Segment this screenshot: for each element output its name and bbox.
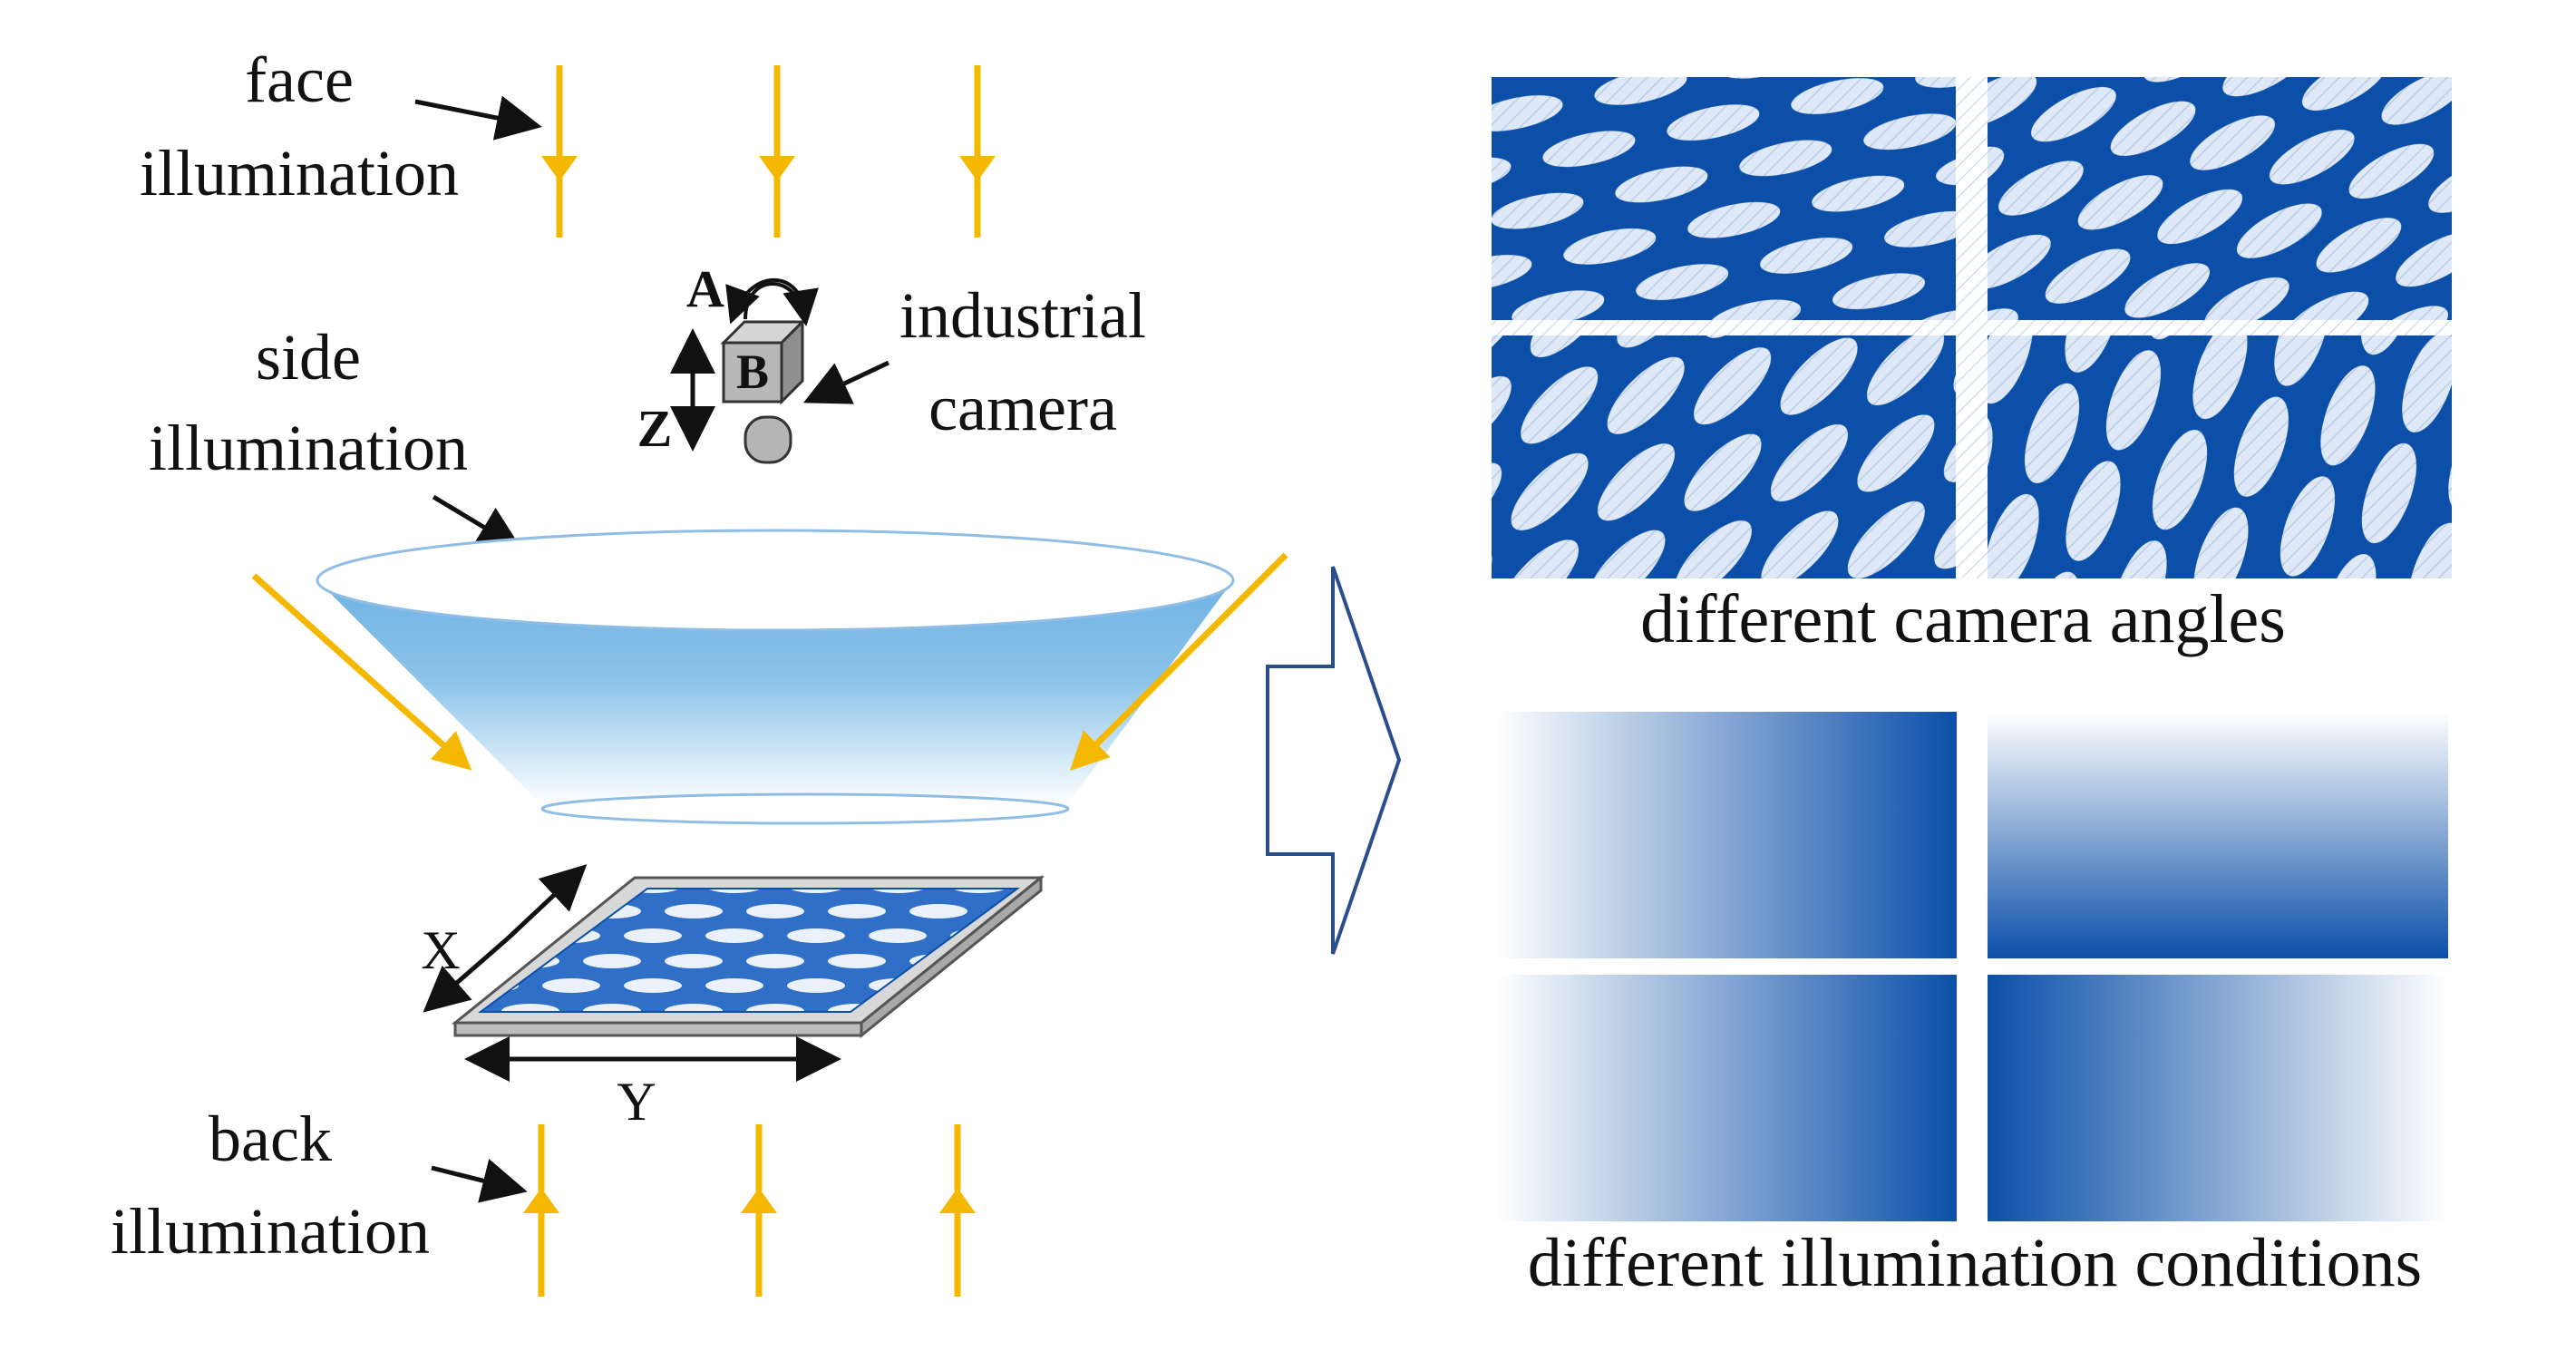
camera-label-line1: industrial xyxy=(899,279,1146,352)
axis-z-label: Z xyxy=(637,399,673,458)
illumination-tiles xyxy=(1496,712,2448,1221)
rotation-b-arrow xyxy=(725,278,807,325)
back-illumination-group: back illumination xyxy=(111,1103,976,1297)
diffuser-cone xyxy=(316,529,1235,825)
side-illumination-label-line1: side xyxy=(256,321,361,394)
side-illumination-label-line2: illumination xyxy=(149,412,468,484)
camera-pointer xyxy=(802,360,890,404)
side-light-ray-right xyxy=(1070,552,1288,771)
axis-y-label: Y xyxy=(617,1072,656,1132)
face-illumination-label-line1: face xyxy=(245,44,354,116)
illumination-tile-2 xyxy=(1988,712,2448,958)
axis-a-label: A xyxy=(686,259,724,318)
face-illumination-group: face illumination xyxy=(140,44,996,238)
fabric-sample xyxy=(477,888,1021,1013)
illumination-tile-4 xyxy=(1988,975,2448,1221)
back-illumination-label-line2: illumination xyxy=(111,1195,430,1268)
illumination-caption: different illumination conditions xyxy=(1528,1225,2422,1301)
camera-label-line2: camera xyxy=(928,372,1117,444)
x-axis-arrow-start xyxy=(506,864,588,940)
face-illumination-pointer xyxy=(414,95,542,141)
illumination-tile-3 xyxy=(1496,975,1957,1221)
result-arrow-icon xyxy=(1266,566,1402,955)
face-illumination-label-line2: illumination xyxy=(140,137,459,209)
industrial-camera-group: B A Z industrial camera xyxy=(637,259,1146,464)
side-illumination-group: side illumination xyxy=(149,321,1288,825)
axis-x-label: X xyxy=(421,920,460,980)
back-light-rays xyxy=(523,1124,976,1297)
side-illumination-pointer xyxy=(432,494,523,551)
face-light-rays xyxy=(541,65,996,238)
camera-angles-caption: different camera angles xyxy=(1640,581,2286,657)
camera-icon: B xyxy=(720,318,806,464)
back-illumination-label-line1: back xyxy=(209,1103,332,1175)
illumination-tile-1 xyxy=(1496,712,1957,958)
axis-b-label: B xyxy=(736,345,769,399)
camera-angle-tiles xyxy=(1492,77,2452,578)
side-light-ray-left xyxy=(251,573,472,771)
fabric-sample-stage: X Y xyxy=(421,864,1045,1132)
back-illumination-pointer xyxy=(431,1159,528,1203)
x-axis-arrow-end xyxy=(423,937,510,1013)
